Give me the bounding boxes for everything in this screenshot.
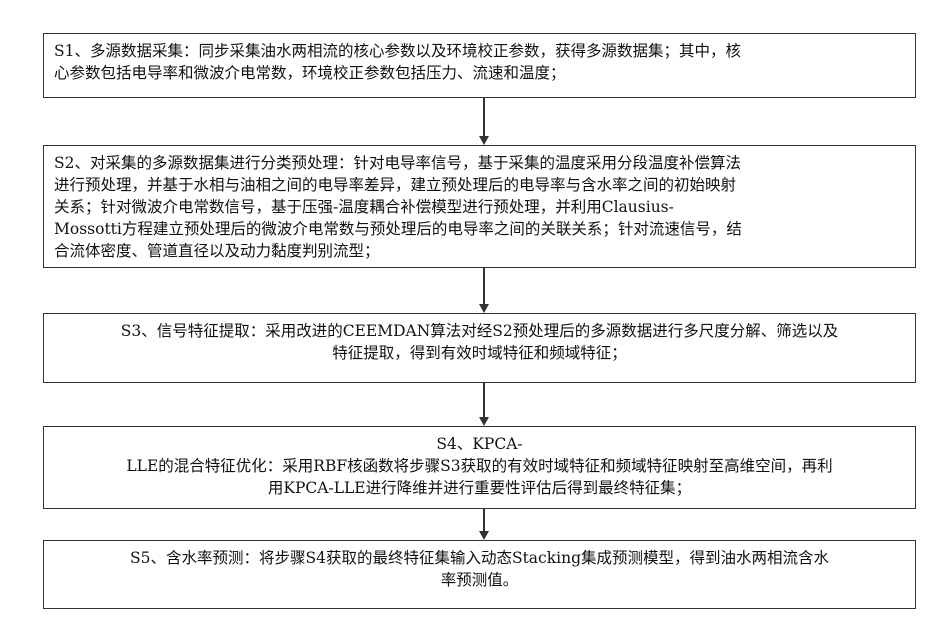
- step-s2-line-1: S2、对采集的多源数据集进行分类预处理：针对电导率信号，基于采集的温度采用分段温…: [54, 152, 905, 174]
- arrow-down-icon: [479, 304, 489, 313]
- flow-arrow-s2-s3: [479, 268, 489, 313]
- step-s4-box: S4、KPCA- LLE的混合特征优化：采用RBF核函数将步骤S3获取的有效时域…: [43, 426, 916, 509]
- flow-arrow-s3-s4: [479, 383, 489, 426]
- step-s5-box: S5、含水率预测：将步骤S4获取的最终特征集输入动态Stacking集成预测模型…: [43, 540, 916, 609]
- step-s4-line-2: LLE的混合特征优化：采用RBF核函数将步骤S3获取的有效时域特征和频域特征映射…: [54, 455, 905, 477]
- step-s2-line-3: 关系；针对微波介电常数信号，基于压强-温度耦合补偿模型进行预处理，并利用Clau…: [54, 196, 905, 218]
- step-s5-line-2: 率预测值。: [54, 569, 905, 591]
- step-s2-line-5: 合流体密度、管道直径以及动力黏度判别流型；: [54, 240, 905, 262]
- arrow-down-icon: [479, 136, 489, 145]
- step-s2-box: S2、对采集的多源数据集进行分类预处理：针对电导率信号，基于采集的温度采用分段温…: [43, 145, 916, 268]
- step-s3-line-1: S3、信号特征提取：采用改进的CEEMDAN算法对经S2预处理后的多源数据进行多…: [54, 320, 905, 342]
- flow-arrow-s4-s5: [479, 509, 489, 540]
- step-s2-line-4: Mossotti方程建立预处理后的微波介电常数与预处理后的电导率之间的关联关系；…: [54, 218, 905, 240]
- step-s1-box: S1、多源数据采集：同步采集油水两相流的核心参数以及环境校正参数，获得多源数据集…: [43, 33, 916, 98]
- step-s3-box: S3、信号特征提取：采用改进的CEEMDAN算法对经S2预处理后的多源数据进行多…: [43, 313, 916, 383]
- step-s4-line-3: 用KPCA-LLE进行降维并进行重要性评估后得到最终特征集；: [54, 477, 905, 499]
- step-s3-line-2: 特征提取，得到有效时域特征和频域特征；: [54, 342, 905, 364]
- step-s1-line-1: S1、多源数据采集：同步采集油水两相流的核心参数以及环境校正参数，获得多源数据集…: [54, 40, 905, 62]
- step-s4-line-1: S4、KPCA-: [54, 433, 905, 455]
- step-s5-line-1: S5、含水率预测：将步骤S4获取的最终特征集输入动态Stacking集成预测模型…: [54, 547, 905, 569]
- arrow-down-icon: [479, 531, 489, 540]
- step-s2-line-2: 进行预处理，并基于水相与油相之间的电导率差异，建立预处理后的电导率与含水率之间的…: [54, 174, 905, 196]
- arrow-down-icon: [479, 417, 489, 426]
- step-s1-line-2: 心参数包括电导率和微波介电常数，环境校正参数包括压力、流速和温度；: [54, 62, 905, 84]
- flow-arrow-s1-s2: [479, 98, 489, 145]
